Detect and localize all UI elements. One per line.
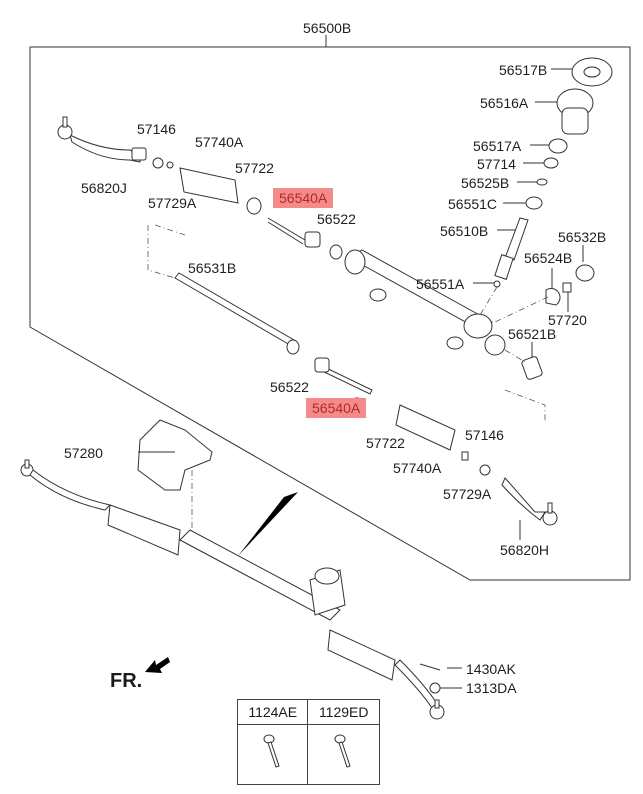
boot-left-assembly-part [107,504,181,556]
part-label-57146-bottom[interactable]: 57146 [465,427,504,443]
part-label-56820H[interactable]: 56820H [500,542,550,558]
bolt-table-header-1124AE[interactable]: 1124AE [236,699,309,725]
assembly-title-label: 56500B [303,20,352,36]
part-label-1313DA[interactable]: 1313DA [466,680,517,696]
part-label-56521B[interactable]: 56521B [508,326,557,342]
part-label-56820J[interactable]: 56820J [81,180,127,196]
part-label-57722-bottom[interactable]: 57722 [366,435,405,451]
part-label-56551C[interactable]: 56551C [448,196,498,212]
part-label-56517A[interactable]: 56517A [473,138,522,154]
bolt-table-header-1129ED[interactable]: 1129ED [307,699,380,725]
bolt-cell-1129ED [307,724,380,785]
part-label-56532B[interactable]: 56532B [558,229,607,245]
part-label-56516A[interactable]: 56516A [480,95,529,111]
part-label-56510B[interactable]: 56510B [440,223,489,239]
assembly-frame [29,46,631,581]
front-arrow-icon [145,657,170,673]
part-label-56540A-bottom-highlighted[interactable]: 56540A [306,398,367,418]
part-label-56522-bottom[interactable]: 56522 [270,379,309,395]
part-label-57729A-bottom[interactable]: 57729A [443,486,492,502]
part-label-57740A-top[interactable]: 57740A [195,134,244,150]
gear-rack-assembly-part [179,529,341,621]
part-label-57720[interactable]: 57720 [548,312,587,328]
part-label-56540A-top-highlighted[interactable]: 56540A [273,188,334,208]
part-label-57714[interactable]: 57714 [477,156,516,172]
part-label-1430AK[interactable]: 1430AK [466,661,516,677]
part-label-56517B[interactable]: 56517B [499,62,548,78]
bolt-cell-1124AE [236,724,309,785]
part-label-57146-top[interactable]: 57146 [137,121,176,137]
direction-wedge [238,492,298,556]
boot-top-part [179,167,239,204]
tie-rod-end-right-part [501,477,546,521]
part-label-57729A-top[interactable]: 57729A [148,195,197,211]
part-label-56531B[interactable]: 56531B [188,260,237,276]
part-label-57280[interactable]: 57280 [64,445,103,461]
bolt-icon [334,734,351,768]
tie-rod-end-left-part [69,134,141,163]
boot-right-assembly-part [327,629,396,681]
part-label-56551A[interactable]: 56551A [416,276,465,292]
heat-shield-part [137,419,213,491]
bolt-table: 1124AE 1129ED [236,699,380,785]
part-label-56525B[interactable]: 56525B [461,175,510,191]
part-label-56524B[interactable]: 56524B [524,250,573,266]
boot-bottom-part [395,404,456,451]
rack-bar-part [174,272,295,346]
bolt-icon [263,734,280,768]
part-label-57740A-bottom[interactable]: 57740A [393,460,442,476]
part-label-57722-top[interactable]: 57722 [235,160,274,176]
front-direction-label: FR. [110,670,143,692]
part-label-56522-top[interactable]: 56522 [317,211,356,227]
